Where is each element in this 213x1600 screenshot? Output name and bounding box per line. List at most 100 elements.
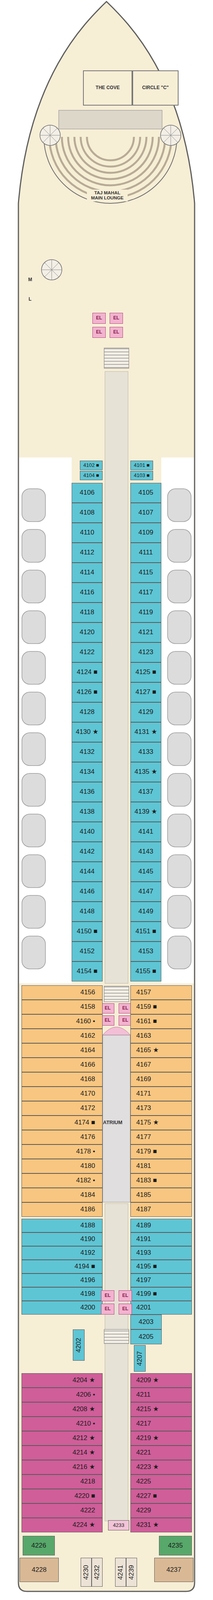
- cabin: 4154 ■: [71, 962, 103, 983]
- promenade-left: [19, 458, 72, 985]
- cabin-number: 4139 ★: [134, 809, 158, 817]
- elevator-box: EL: [109, 327, 123, 339]
- cabin-number: 4241: [117, 1566, 125, 1582]
- cabin: 4132: [71, 743, 103, 764]
- cabin: 4210 •: [21, 1418, 103, 1434]
- cabin-number: 4131 ★: [134, 729, 158, 737]
- cabin: 4184: [21, 1189, 103, 1204]
- cabin: 4146: [71, 882, 103, 903]
- cabin: 4172: [21, 1102, 103, 1118]
- cabin-number: 4221: [136, 1451, 152, 1459]
- cabin-number: 4209 ★: [136, 1378, 159, 1387]
- stair-step: [50, 125, 51, 136]
- cabin: 4158: [21, 1001, 103, 1016]
- cabin-number: 4152: [79, 949, 95, 957]
- cabin-number: 4138: [79, 809, 95, 817]
- restroom-marker: M: [28, 277, 33, 283]
- cabin-number: 4205: [138, 1335, 154, 1343]
- cabin: 4105: [130, 483, 162, 504]
- cabin-number: 4222: [80, 1509, 96, 1517]
- cabin-number: 4147: [138, 889, 154, 897]
- cabin: 4107: [130, 503, 162, 524]
- cabin: 4220 ■: [21, 1491, 103, 1506]
- lifeboat: [21, 855, 46, 889]
- cabin-number: 4134: [79, 769, 95, 777]
- cabin-number: 4211: [136, 1393, 151, 1401]
- cabin: 4214 ★: [21, 1447, 103, 1463]
- cabin-number: 4137: [138, 789, 154, 797]
- cabin: 4192: [21, 1247, 103, 1262]
- cabin-number: 4111: [138, 549, 153, 558]
- cabin-number: 4154 ■: [76, 969, 98, 977]
- cabin-number: 4194 ■: [74, 1264, 96, 1273]
- stair-step: [51, 259, 53, 271]
- cabin-number: 4183 ■: [136, 1178, 158, 1186]
- elevator-label: EL: [104, 1007, 111, 1013]
- cabin-number: 4117: [138, 589, 154, 598]
- cabin-number: 4216 ★: [72, 1465, 96, 1473]
- cabin-number: 4136: [79, 789, 95, 797]
- cabin-number: 4151 ■: [135, 929, 157, 937]
- cabin-number: 4112: [79, 549, 95, 558]
- cabin: 4204 ★: [21, 1375, 103, 1390]
- venue-room: THE COVE: [83, 70, 133, 106]
- stairway: [104, 1331, 129, 1346]
- cabin-number: 4188: [80, 1223, 96, 1232]
- elevator-box: EL: [92, 313, 106, 325]
- cabin-number: 4141: [138, 829, 154, 837]
- cabin-number: 4155 ■: [135, 969, 157, 977]
- stair-step: [50, 135, 61, 136]
- area-name: CIRCLE "C": [142, 85, 169, 91]
- cabin: 4152: [71, 942, 103, 963]
- cabin: 4206 •: [21, 1389, 103, 1405]
- cabin: 4230: [80, 1559, 92, 1589]
- seat-row: [74, 137, 147, 174]
- cabin-number: 4114: [79, 569, 95, 578]
- cabin: 4125 ■: [130, 663, 162, 684]
- cabin-number: 4142: [79, 849, 95, 857]
- stairway: [104, 348, 129, 369]
- cabin: 4115: [130, 563, 162, 584]
- lifeboat: [167, 530, 192, 564]
- stair-step: [51, 270, 62, 271]
- lifeboat: [167, 815, 192, 849]
- cabin-number: 4218: [80, 1480, 96, 1488]
- cabin: 4153: [130, 942, 162, 963]
- cabin-number: 4143: [138, 849, 154, 857]
- cabin: 4138: [71, 803, 103, 824]
- cabin: 4219 ★: [130, 1433, 192, 1448]
- cabin-number: 4219 ★: [136, 1436, 159, 1445]
- elevator-box: EL: [118, 1305, 132, 1317]
- theater-wall: [43, 137, 177, 204]
- cabin: 4166: [21, 1059, 103, 1074]
- elevator-box: EL: [101, 1305, 115, 1317]
- cabin: 4198: [21, 1288, 103, 1303]
- cabin: 4194 ■: [21, 1261, 103, 1276]
- cabin: 4185: [130, 1189, 192, 1204]
- stair-step: [170, 128, 178, 136]
- elevator-box: EL: [101, 1004, 115, 1015]
- cabin: 4124 ■: [71, 663, 103, 684]
- cabin-number: 4207: [136, 1352, 144, 1368]
- cabin: 4176: [21, 1131, 103, 1147]
- cabin-number: 4169: [136, 1077, 152, 1085]
- cabin: 4133: [130, 743, 162, 764]
- cabin: 4237: [154, 1559, 194, 1585]
- cabin-number: 4172: [80, 1106, 96, 1114]
- cabin-number: 4171: [136, 1091, 152, 1100]
- cabin: 4128: [71, 703, 103, 724]
- cabin-number: 4208 ★: [72, 1407, 96, 1416]
- cabin-number: 4122: [79, 649, 95, 658]
- cabin: 4215 ★: [130, 1404, 192, 1419]
- cabin-number: 4115: [138, 569, 154, 578]
- cabin-number: 4228: [31, 1568, 47, 1576]
- cabin-number: 4230: [82, 1566, 91, 1582]
- cabin: 4208 ★: [21, 1404, 103, 1419]
- cabin: 4135 ★: [130, 763, 162, 784]
- lifeboat: [167, 611, 192, 645]
- elevator-box: EL: [101, 1292, 115, 1304]
- elevator-label: EL: [122, 1308, 129, 1314]
- cabin: 4101 ■: [130, 461, 154, 471]
- stair-step: [50, 128, 58, 136]
- cabin-number: 4127 ■: [135, 689, 157, 697]
